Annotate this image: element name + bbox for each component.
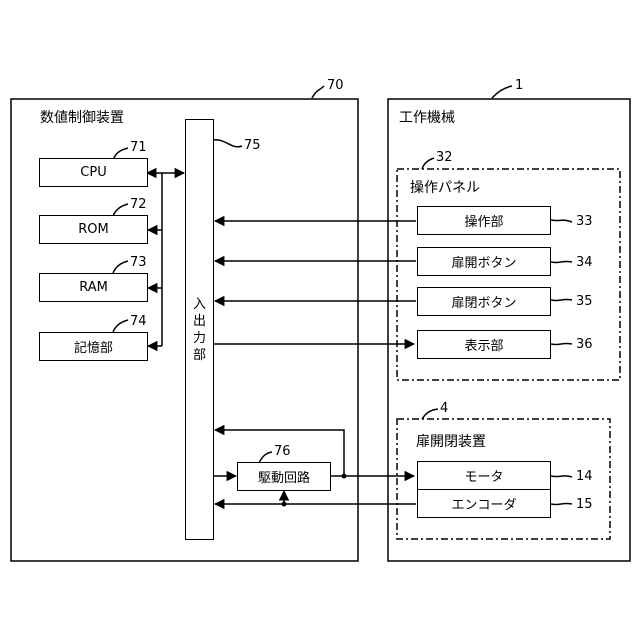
cpu-ref: 71 — [130, 141, 147, 155]
leader-1 — [492, 86, 512, 98]
leader-35 — [551, 299, 572, 300]
door-device-ref: 4 — [440, 402, 448, 416]
machine-ref: 1 — [515, 79, 523, 93]
io-box: 入出力部 — [185, 119, 214, 540]
motor-box: モータ — [417, 461, 551, 490]
drive-ref: 76 — [274, 445, 291, 459]
leader-75 — [213, 140, 242, 147]
drive-box: 駆動回路 — [237, 462, 331, 491]
storage-box: 記憶部 — [39, 332, 148, 361]
panel-ref: 32 — [436, 151, 453, 165]
io-ref: 75 — [244, 139, 261, 153]
encoder-ref: 15 — [576, 498, 593, 512]
nc-ref: 70 — [327, 79, 344, 93]
rom-box: ROM — [39, 215, 148, 244]
machine-title: 工作機械 — [399, 110, 455, 126]
door-open-button-box: 扉開ボタン — [417, 247, 551, 276]
leader-73 — [113, 261, 128, 273]
nc-title: 数値制御装置 — [40, 110, 124, 126]
junction-dot-motor — [342, 474, 347, 479]
leader-33 — [551, 220, 572, 222]
leader-36 — [551, 343, 572, 344]
encoder-box: エンコーダ — [417, 489, 551, 518]
junction-dot-encoder — [282, 502, 287, 507]
door-open-button-ref: 34 — [576, 256, 593, 270]
io-label: 入出力部 — [191, 296, 209, 364]
leader-14 — [551, 476, 572, 477]
ops-box: 操作部 — [417, 206, 551, 235]
ram-box: RAM — [39, 273, 148, 302]
ops-ref: 33 — [576, 215, 593, 229]
storage-ref: 74 — [130, 315, 147, 329]
leader-70 — [312, 86, 324, 98]
panel-title: 操作パネル — [410, 180, 480, 196]
door-close-button-ref: 35 — [576, 295, 593, 309]
ram-ref: 73 — [130, 256, 147, 270]
leader-34 — [551, 261, 572, 262]
leader-32 — [422, 158, 434, 169]
door-close-button-box: 扉閉ボタン — [417, 287, 551, 316]
rom-ref: 72 — [130, 198, 147, 212]
motor-ref: 14 — [576, 470, 593, 484]
display-ref: 36 — [576, 338, 593, 352]
cpu-box: CPU — [39, 158, 148, 187]
display-box: 表示部 — [417, 330, 551, 359]
door-device-title: 扉開閉装置 — [416, 434, 486, 450]
leader-15 — [551, 503, 572, 504]
leader-4 — [422, 409, 438, 419]
leader-74 — [113, 320, 128, 332]
